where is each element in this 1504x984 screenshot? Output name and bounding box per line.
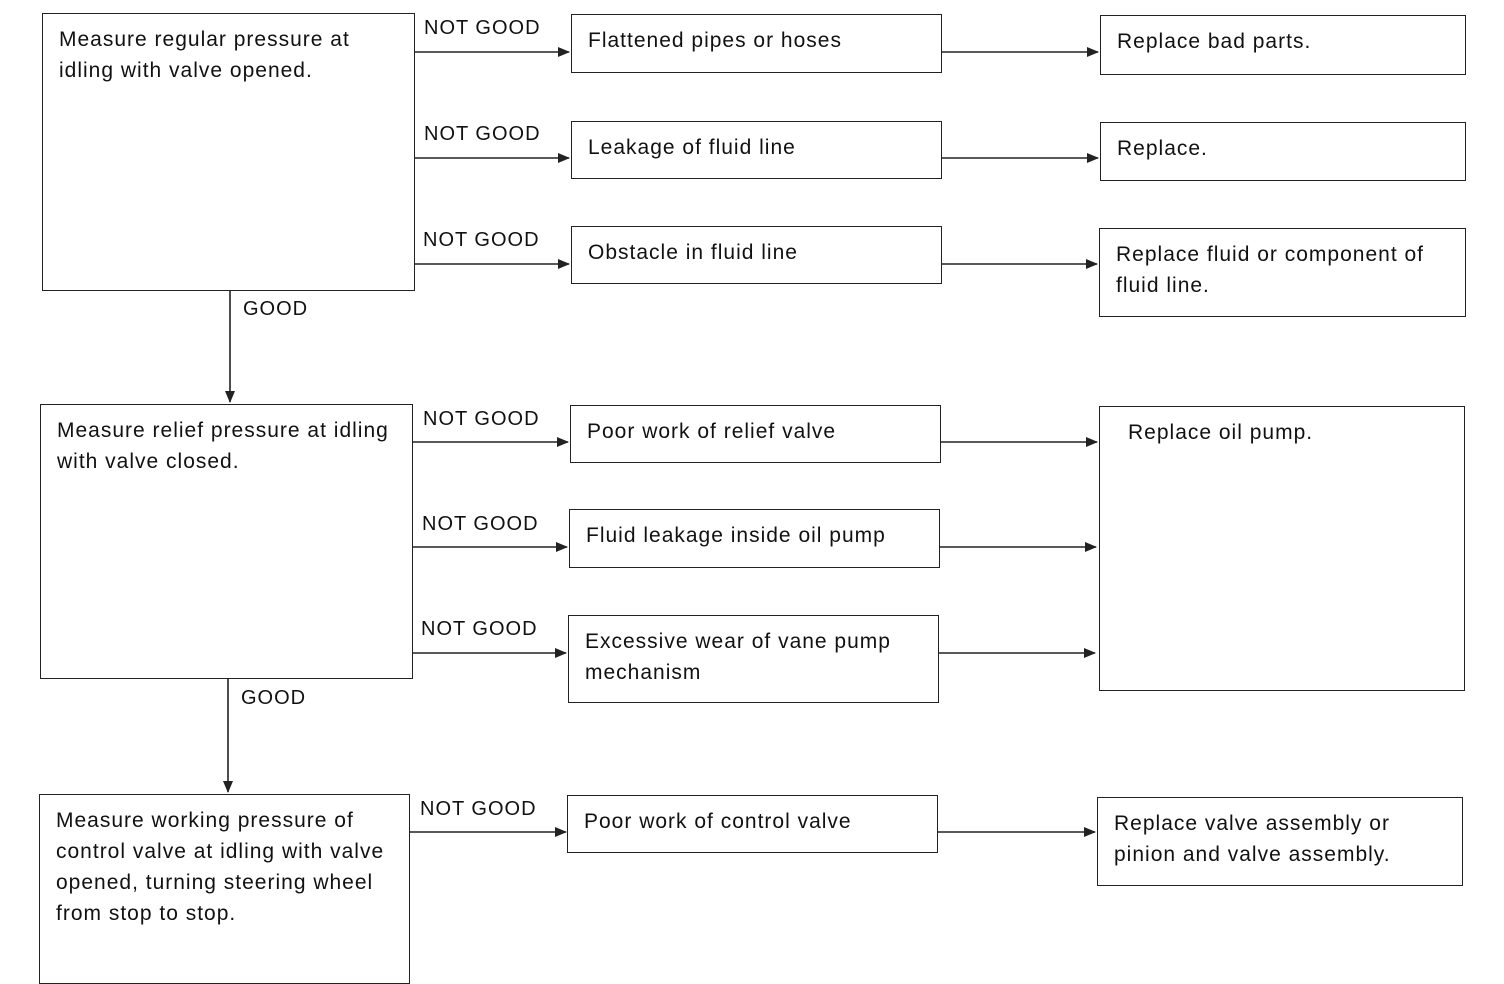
not-good-label: NOT GOOD [423,229,540,251]
cause-text: Obstacle in fluid line [588,241,798,264]
remedy-box-replace-valve-assembly: Replace valve assembly or pinion and val… [1097,797,1463,886]
remedy-text: Replace. [1117,137,1208,160]
not-good-label: NOT GOOD [421,618,538,640]
not-good-label: NOT GOOD [424,123,541,145]
step-box-relief-pressure: Measure relief pressure at idling with v… [40,404,413,679]
cause-text: Leakage of fluid line [588,136,796,159]
remedy-box-replace-fluid: Replace fluid or component of fluid line… [1099,228,1466,317]
cause-text: Excessive wear of vane pump mechanism [585,630,891,684]
cause-box-obstacle: Obstacle in fluid line [571,226,942,284]
remedy-text: Replace oil pump. [1128,421,1314,444]
not-good-label: NOT GOOD [423,408,540,430]
remedy-box-replace-bad-parts: Replace bad parts. [1100,15,1466,75]
not-good-label: NOT GOOD [424,17,541,39]
remedy-box-replace-oil-pump: Replace oil pump. [1099,406,1465,691]
step-text: Measure relief pressure at idling with v… [57,419,389,473]
cause-text: Fluid leakage inside oil pump [586,524,886,547]
cause-box-vane-wear: Excessive wear of vane pump mechanism [568,615,939,703]
step-text: Measure regular pressure at idling with … [59,28,350,82]
remedy-text: Replace bad parts. [1117,30,1312,53]
cause-box-leakage: Leakage of fluid line [571,121,942,179]
cause-box-fluid-leakage-pump: Fluid leakage inside oil pump [569,509,940,568]
good-label: GOOD [241,687,307,709]
good-label: GOOD [243,298,309,320]
cause-text: Poor work of relief valve [587,420,837,443]
not-good-label: NOT GOOD [422,513,539,535]
remedy-text: Replace valve assembly or pinion and val… [1114,812,1391,866]
cause-box-relief-valve: Poor work of relief valve [570,405,941,463]
cause-text: Poor work of control valve [584,810,852,833]
not-good-label: NOT GOOD [420,798,537,820]
cause-box-flattened-pipes: Flattened pipes or hoses [571,14,942,73]
remedy-box-replace: Replace. [1100,122,1466,181]
cause-box-control-valve: Poor work of control valve [567,795,938,853]
cause-text: Flattened pipes or hoses [588,29,842,52]
step-box-working-pressure: Measure working pressure of control valv… [39,794,410,984]
step-text: Measure working pressure of control valv… [56,809,385,925]
remedy-text: Replace fluid or component of fluid line… [1116,243,1424,297]
step-box-regular-pressure: Measure regular pressure at idling with … [42,13,415,291]
